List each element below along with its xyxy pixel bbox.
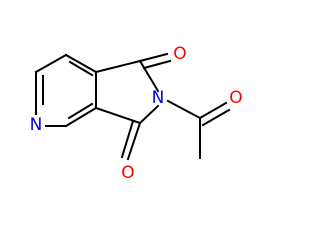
bond-c4-c3-inner bbox=[67, 102, 94, 120]
bond-c4-c7 bbox=[94, 59, 142, 74]
bond-c4-c3 bbox=[64, 106, 98, 128]
bond-c8-o2 bbox=[126, 121, 142, 161]
bond-c1-c6 bbox=[34, 53, 68, 74]
bond-c7-n2 bbox=[138, 59, 160, 93]
structure-diagram: N N O O O bbox=[30, 44, 243, 183]
bond-c8-o2-second bbox=[120, 119, 135, 159]
bond-c6-c5 bbox=[64, 53, 98, 74]
imide-nitrogen-label: N bbox=[152, 88, 165, 108]
bond-c8-n2 bbox=[138, 104, 160, 125]
molecule-canvas: N N O O O bbox=[29, 44, 243, 183]
bond-c6-c5-inner bbox=[68, 60, 94, 77]
bond-c7-o1 bbox=[138, 52, 169, 63]
bond-c9-o3-a bbox=[198, 101, 228, 120]
bond-c9-o3-b bbox=[201, 108, 231, 127]
carbonyl-oxygen-top-label: O bbox=[173, 44, 186, 64]
bond-n2-c9 bbox=[166, 99, 202, 120]
bond-c7-o1-second bbox=[142, 59, 172, 70]
carbonyl-oxygen-bottom-label: O bbox=[121, 163, 134, 183]
ring-nitrogen-label: N bbox=[30, 115, 43, 135]
acetyl-oxygen-label: O bbox=[229, 88, 242, 108]
